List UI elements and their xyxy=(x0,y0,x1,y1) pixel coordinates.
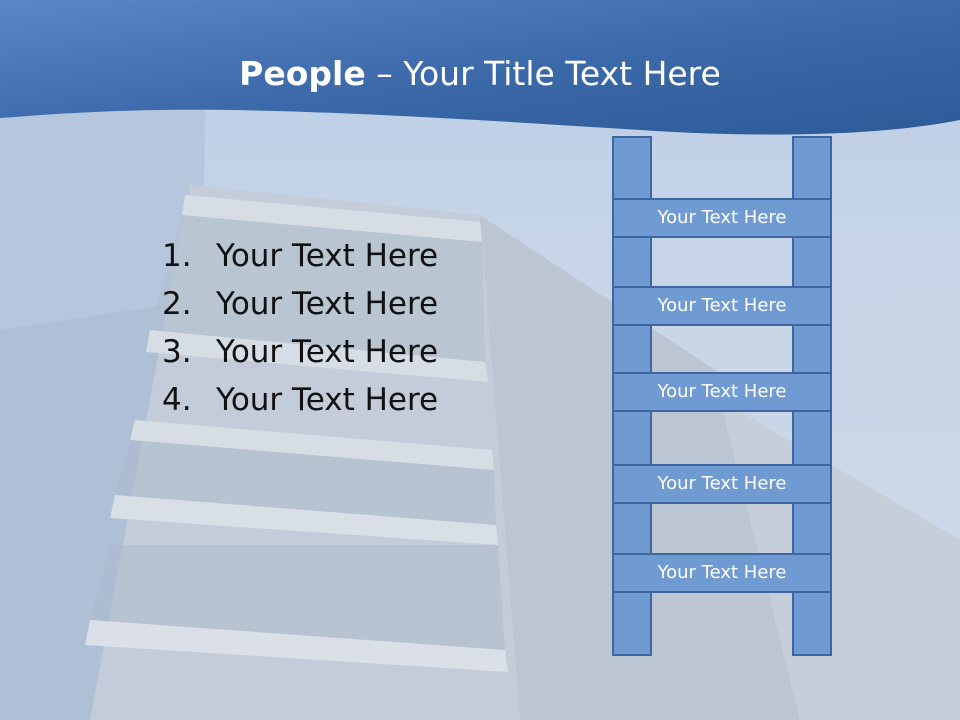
list-item: 1. Your Text Here xyxy=(162,232,438,280)
title-banner xyxy=(0,0,960,135)
slide-title: People – Your Title Text Here xyxy=(0,52,960,96)
list-item: 2. Your Text Here xyxy=(162,280,438,328)
list-number: 2. xyxy=(162,286,192,322)
list-text: Your Text Here xyxy=(216,238,439,274)
ladder-rung-1: Your Text Here xyxy=(612,198,832,238)
list-text: Your Text Here xyxy=(216,382,439,418)
list-item: 3. Your Text Here xyxy=(162,328,438,376)
list-number: 3. xyxy=(162,334,192,370)
list-number: 4. xyxy=(162,382,192,418)
list-item: 4. Your Text Here xyxy=(162,376,438,424)
title-bold-word: People xyxy=(239,54,366,93)
ladder-rung-2: Your Text Here xyxy=(612,286,832,326)
list-text: Your Text Here xyxy=(216,334,439,370)
numbered-list: 1. Your Text Here 2. Your Text Here 3. Your… xyxy=(162,232,438,424)
ladder-rung-4: Your Text Here xyxy=(612,464,832,504)
title-text: Your Title Text Here xyxy=(403,54,721,93)
title-separator: – xyxy=(365,54,404,93)
ladder-rung-3: Your Text Here xyxy=(612,372,832,412)
list-text: Your Text Here xyxy=(216,286,439,322)
list-number: 1. xyxy=(162,238,192,274)
ladder-rung-5: Your Text Here xyxy=(612,553,832,593)
